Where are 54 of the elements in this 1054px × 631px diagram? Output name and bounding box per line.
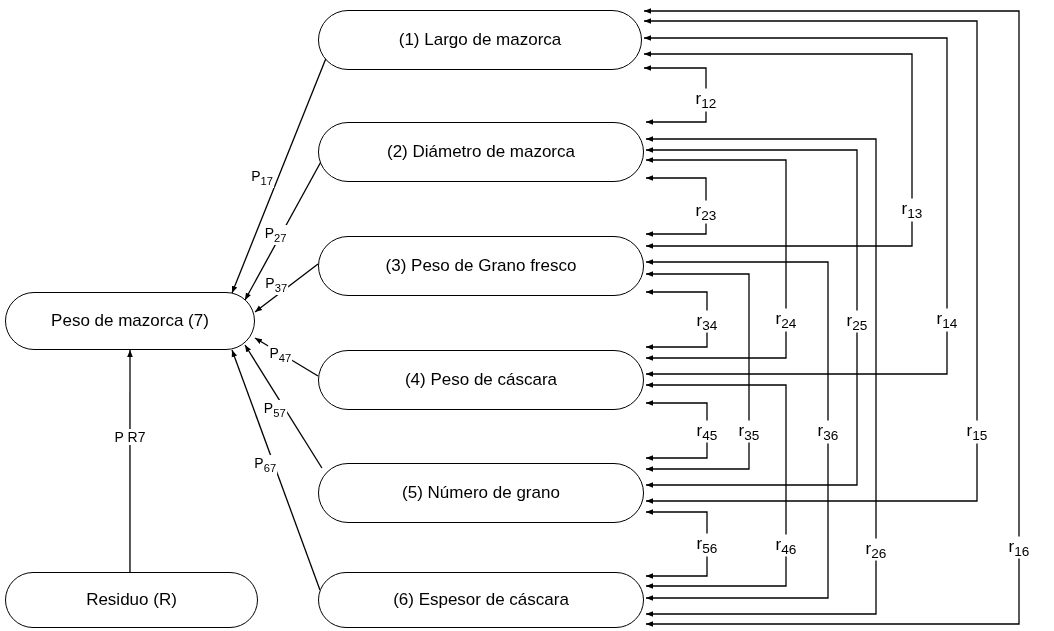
arrow <box>231 349 321 591</box>
arrow <box>244 344 323 469</box>
edge-label: r$_{15}$ <box>965 420 989 444</box>
node-label: (2) Diámetro de mazorca <box>387 142 575 162</box>
arrow <box>254 263 319 313</box>
edge-label: r$_{34}$ <box>695 310 719 333</box>
double-headed-arrow <box>645 271 750 472</box>
rounded-box <box>318 463 644 523</box>
edge-label: r$_{13}$ <box>900 198 924 222</box>
double-headed-arrow <box>643 35 948 377</box>
double-headed-arrow <box>645 382 787 589</box>
rounded-box <box>318 572 644 628</box>
edge-label: r$_{25}$ <box>845 310 869 333</box>
node-label: (5) Número de grano <box>402 483 560 503</box>
node-label: Peso de mazorca (7) <box>51 311 209 331</box>
edge-label: r$_{46}$ <box>774 534 798 557</box>
rounded-box <box>318 10 642 70</box>
arrow <box>127 349 133 573</box>
edge-label: P$_{37}$ <box>264 275 289 296</box>
rounded-box <box>318 350 644 410</box>
double-headed-arrow <box>645 259 829 601</box>
rounded-box <box>5 292 255 350</box>
edge-label: r$_{23}$ <box>694 200 718 224</box>
edge-label: r$_{14}$ <box>935 308 959 332</box>
edge-label: r$_{35}$ <box>737 420 761 443</box>
double-headed-arrow <box>645 157 787 361</box>
edge-label: P$_{27}$ <box>263 225 288 246</box>
node-label: (4) Peso de cáscara <box>404 370 558 390</box>
edge-label: r$_{36}$ <box>816 420 840 444</box>
double-headed-arrow <box>645 147 858 488</box>
node-label: (1) Largo de mazorca <box>398 30 562 50</box>
double-headed-arrow <box>643 18 978 504</box>
node-label: (6) Espesor de cáscara <box>393 590 569 610</box>
double-headed-arrow <box>645 175 707 237</box>
edge-label: r$_{24}$ <box>774 308 798 332</box>
edge-label: r$_{16}$ <box>1007 536 1031 559</box>
double-headed-arrow <box>645 289 708 350</box>
edge-label: r$_{26}$ <box>864 538 888 561</box>
double-headed-arrow <box>643 8 1020 627</box>
double-headed-arrow <box>645 509 708 579</box>
double-headed-arrow <box>643 65 707 125</box>
node-label: (3) Peso de Grano fresco <box>385 256 577 276</box>
edge-label: P$_{67}$ <box>253 455 278 476</box>
node-label: Residuo (R) <box>86 590 177 610</box>
rounded-box <box>5 572 258 628</box>
double-headed-arrow <box>645 136 877 617</box>
edge-label: r$_{12}$ <box>694 88 718 112</box>
rounded-box <box>318 122 644 182</box>
edge-label: r$_{56}$ <box>695 533 719 557</box>
edge-label: P R7 <box>113 428 147 445</box>
rounded-box <box>318 236 644 296</box>
edge-label: r$_{45}$ <box>695 420 719 443</box>
double-headed-arrow <box>645 400 708 461</box>
double-headed-arrow <box>643 51 913 249</box>
